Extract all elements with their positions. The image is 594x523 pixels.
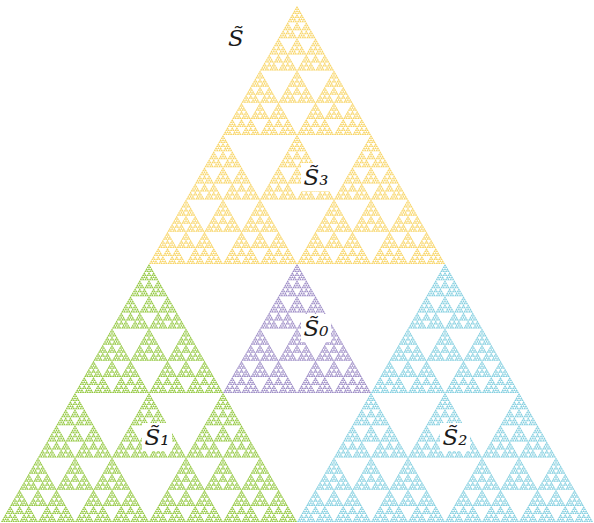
- piece-label: S̃₀: [301, 314, 332, 342]
- top-piece: [149, 6, 445, 264]
- right-piece: [297, 264, 593, 522]
- center-piece: [223, 264, 371, 393]
- piece-label: S̃₂: [440, 423, 471, 451]
- piece-label: S̃₁: [142, 423, 173, 451]
- left-piece: [1, 264, 297, 522]
- set-label: S̃: [225, 24, 247, 52]
- piece-label: S̃₃: [301, 163, 332, 191]
